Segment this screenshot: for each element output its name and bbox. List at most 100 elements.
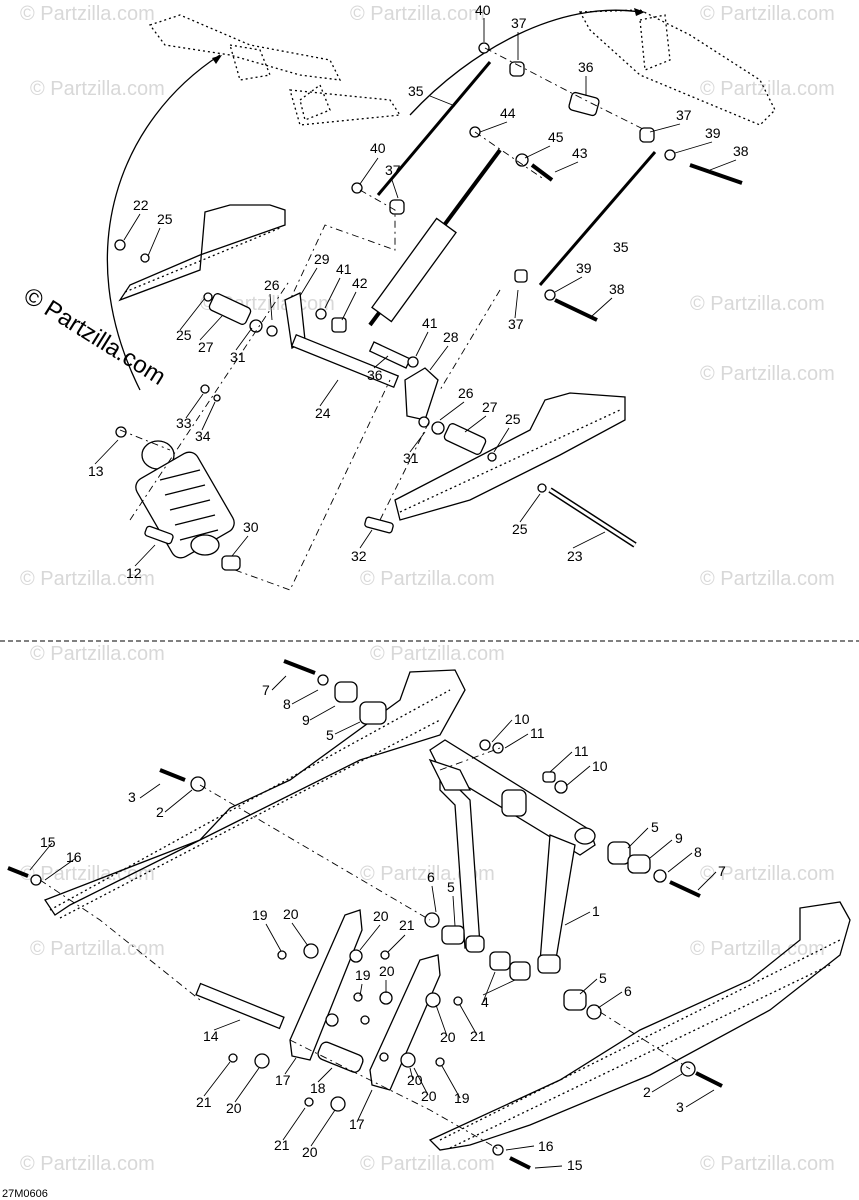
callout-label: 20	[226, 1100, 242, 1116]
callout-label: 20	[379, 963, 395, 979]
callout-label: 22	[133, 197, 149, 213]
callout-label: 6	[624, 983, 632, 999]
watermark: © Partzilla.com	[700, 863, 835, 885]
callout-label: 21	[196, 1094, 212, 1110]
watermarks: © Partzilla.com © Partzilla.com © Partzi…	[19, 3, 835, 1175]
bottom-callouts: 7 8 9 5 10 11 3 2 11 10 5 9 8 7 15 16 6 …	[29, 675, 726, 1173]
callout-label: 3	[128, 789, 136, 805]
callout-label: 8	[283, 696, 291, 712]
callout-label: 41	[336, 261, 352, 277]
callout-label: 35	[613, 239, 629, 255]
callout-label: 26	[458, 385, 474, 401]
bottom-assembly-drawing	[7, 659, 851, 1170]
callout-label: 5	[326, 727, 334, 743]
watermark: © Partzilla.com	[30, 78, 165, 100]
callout-label: 37	[511, 15, 527, 31]
callout-label: 38	[733, 143, 749, 159]
callout-label: 43	[572, 145, 588, 161]
callout-label: 19	[355, 967, 371, 983]
callout-label: 20	[283, 906, 299, 922]
callout-label: 31	[403, 450, 419, 466]
callout-label: 21	[470, 1028, 486, 1044]
callout-label: 13	[88, 463, 104, 479]
brand-watermark: © Partzilla.com	[19, 282, 170, 391]
callout-label: 27	[482, 399, 498, 415]
rail-left-top	[118, 204, 286, 302]
callout-label: 28	[443, 329, 459, 345]
callout-label: 35	[408, 83, 424, 99]
callout-label: 7	[262, 682, 270, 698]
callout-label: 18	[310, 1080, 326, 1096]
a-arm-frame	[428, 739, 596, 974]
callout-label: 9	[302, 712, 310, 728]
watermark: © Partzilla.com	[360, 568, 495, 590]
callout-label: 25	[157, 211, 173, 227]
callout-label: 39	[576, 260, 592, 276]
callout-label: 9	[675, 830, 683, 846]
callout-label: 40	[475, 2, 491, 18]
callout-label: 5	[447, 879, 455, 895]
callout-label: 25	[176, 327, 192, 343]
rail-right-bottom	[428, 901, 851, 1151]
watermark: © Partzilla.com	[20, 1153, 155, 1175]
callout-label: 16	[538, 1138, 554, 1154]
callout-label: 25	[505, 411, 521, 427]
shock-absorber	[135, 440, 235, 559]
callout-label: 37	[385, 162, 401, 178]
watermark: © Partzilla.com	[360, 1153, 495, 1175]
callout-label: 20	[373, 908, 389, 924]
callout-label: 40	[370, 140, 386, 156]
reference-arc-right	[409, 9, 641, 116]
callout-label: 5	[599, 970, 607, 986]
callout-label: 1	[592, 903, 600, 919]
watermark: © Partzilla.com	[700, 78, 835, 100]
drawing-code: 27M0606	[2, 1188, 48, 1200]
watermark: © Partzilla.com	[20, 3, 155, 25]
watermark: © Partzilla.com	[30, 938, 165, 960]
rail-left-bottom	[44, 669, 466, 916]
callout-label: 23	[567, 548, 583, 564]
watermark: © Partzilla.com	[350, 3, 485, 25]
callout-label: 42	[352, 275, 368, 291]
callout-label: 11	[574, 743, 589, 759]
callout-label: 2	[643, 1084, 651, 1100]
callout-label: 21	[399, 917, 415, 933]
top-callouts: 40 37 36 35 44 37 39 38 45 43 40 37 22 2…	[88, 2, 749, 581]
callout-label: 45	[548, 129, 564, 145]
callout-label: 41	[422, 315, 438, 331]
callout-label: 19	[252, 907, 268, 923]
top-assembly-drawing	[106, 8, 776, 591]
callout-label: 20	[407, 1072, 423, 1088]
watermark: © Partzilla.com	[690, 938, 825, 960]
callout-label: 17	[349, 1116, 365, 1132]
watermark: © Partzilla.com	[30, 643, 165, 665]
watermark: © Partzilla.com	[700, 363, 835, 385]
callout-label: 21	[274, 1137, 290, 1153]
callout-label: 11	[530, 725, 545, 741]
callout-label: 39	[705, 125, 721, 141]
callout-label: 37	[508, 316, 524, 332]
callout-label: 44	[500, 105, 516, 121]
callout-label: 31	[230, 349, 246, 365]
watermark: © Partzilla.com	[700, 3, 835, 25]
callout-label: 14	[203, 1028, 219, 1044]
callout-label: 37	[676, 107, 692, 123]
watermark: © Partzilla.com	[700, 1153, 835, 1175]
callout-label: 12	[126, 565, 142, 581]
callout-label: 8	[694, 844, 702, 860]
callout-label: 33	[176, 415, 192, 431]
callout-label: 36	[367, 367, 383, 383]
callout-label: 15	[567, 1157, 583, 1173]
callout-label: 20	[421, 1088, 437, 1104]
callout-label: 32	[351, 548, 367, 564]
callout-label: 20	[302, 1144, 318, 1160]
callout-label: 6	[427, 869, 435, 885]
reference-arc-left	[106, 54, 221, 391]
callout-label: 29	[314, 251, 330, 267]
callout-label: 36	[578, 59, 594, 75]
callout-label: 27	[198, 339, 214, 355]
callout-label: 3	[676, 1099, 684, 1115]
callout-label: 24	[315, 405, 331, 421]
frame-member-right	[578, 9, 776, 126]
